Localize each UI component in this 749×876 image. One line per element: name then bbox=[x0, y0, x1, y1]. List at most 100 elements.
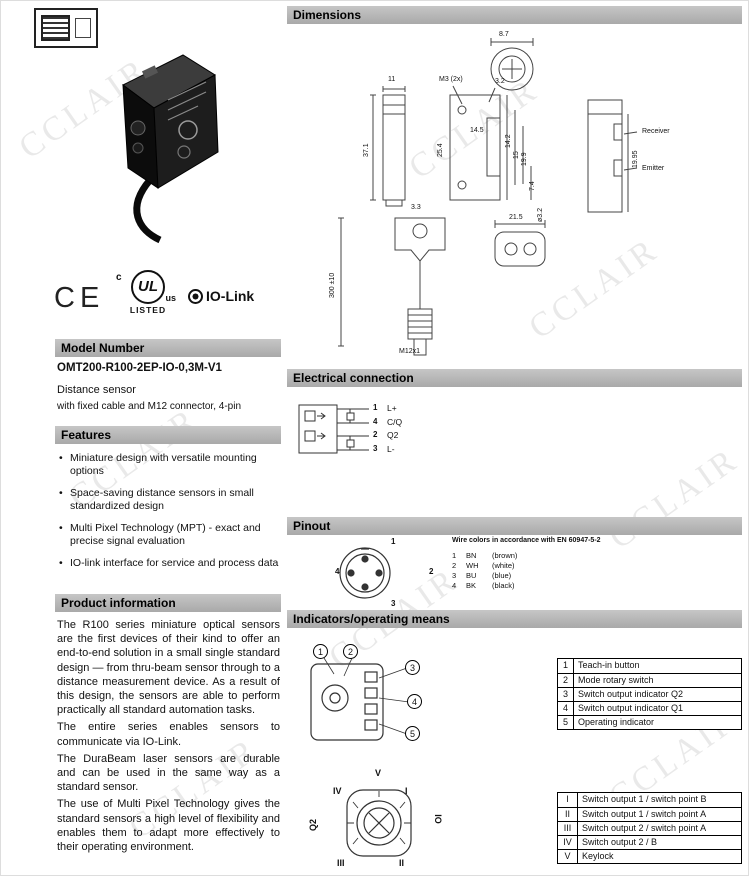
wire-color-name: (white) bbox=[492, 561, 515, 570]
row-label: Switch output indicator Q1 bbox=[578, 703, 684, 713]
io-link-label: IO-Link bbox=[206, 288, 255, 304]
connector-pin-2: 2 bbox=[429, 567, 434, 576]
table-row: 3 Switch output indicator Q2 bbox=[558, 687, 741, 701]
pin-label: Q2 bbox=[387, 430, 399, 440]
pin-number: 1 bbox=[373, 403, 378, 412]
table-row: III Switch output 2 / switch point A bbox=[558, 821, 741, 835]
rotary-switch-figure: V I IO II III IV Q2 bbox=[299, 768, 459, 874]
row-number: 5 bbox=[558, 716, 574, 729]
model-number-value: OMT200-R100-2EP-IO-0,3M-V1 bbox=[57, 362, 222, 374]
rotary-pos-io: IO bbox=[432, 814, 443, 824]
product-info-paragraph: The use of Multi Pixel Technology gives … bbox=[57, 798, 280, 854]
brand-logo bbox=[34, 8, 98, 48]
ul-us-label: us bbox=[165, 293, 176, 303]
features-list: Miniature design with versatile mounting… bbox=[57, 452, 279, 579]
row-label: Switch output 2 / B bbox=[582, 837, 658, 847]
feature-item: Multi Pixel Technology (MPT) - exact and… bbox=[57, 522, 279, 548]
callout-3: 3 bbox=[405, 660, 420, 675]
pinout-diagram: 1 2 3 4 Wire colors in accordance with E… bbox=[287, 537, 742, 608]
product-information-text: The R100 series miniature optical sensor… bbox=[57, 618, 280, 857]
table-row: I Switch output 1 / switch point B bbox=[558, 793, 741, 807]
wire-row: 1 BN (brown) bbox=[452, 551, 517, 561]
table-row: IV Switch output 2 / B bbox=[558, 835, 741, 849]
wire-pin: 3 bbox=[452, 571, 457, 580]
wire-color-table: 1 BN (brown) 2 WH (white) 3 BU (blue) 4 … bbox=[452, 551, 517, 591]
model-description: with fixed cable and M12 connector, 4-pi… bbox=[57, 401, 241, 412]
callout-4: 4 bbox=[407, 694, 422, 709]
rotary-table: I Switch output 1 / switch point B II Sw… bbox=[557, 792, 742, 864]
dim-19-9: 19.9 bbox=[521, 152, 528, 166]
row-number: 4 bbox=[558, 702, 574, 715]
row-label: Switch output indicator Q2 bbox=[578, 689, 684, 699]
wire-code: BU bbox=[466, 571, 477, 580]
row-label: Keylock bbox=[582, 851, 614, 861]
dim-15: 15 bbox=[513, 151, 520, 159]
dim-m12x1: M12x1 bbox=[399, 348, 421, 355]
dim-11: 11 bbox=[388, 76, 396, 83]
rotary-pos-q2: Q2 bbox=[308, 818, 319, 832]
features-header: Features bbox=[55, 426, 281, 444]
pin-number: 2 bbox=[373, 430, 378, 439]
row-label: Operating indicator bbox=[578, 717, 655, 727]
product-information-header: Product information bbox=[55, 594, 281, 612]
dim-19-95: 19.95 bbox=[632, 150, 639, 168]
dim-3-2: 3.2 bbox=[495, 78, 505, 85]
pin-number: 4 bbox=[373, 417, 378, 426]
row-label: Switch output 1 / switch point A bbox=[582, 809, 707, 819]
label-emitter: Emitter bbox=[642, 165, 665, 172]
connector-pin-3: 3 bbox=[391, 599, 396, 608]
ce-mark: CE bbox=[54, 282, 105, 314]
callout-2: 2 bbox=[343, 644, 358, 659]
wire-code: BN bbox=[466, 551, 477, 560]
row-number: 1 bbox=[558, 659, 574, 673]
wire-pin: 1 bbox=[452, 551, 457, 560]
row-number: III bbox=[558, 822, 578, 835]
table-row: II Switch output 1 / switch point A bbox=[558, 807, 741, 821]
dim-21-5: 21.5 bbox=[509, 214, 523, 221]
pinout-header: Pinout bbox=[287, 517, 742, 535]
dim-dia-3-2: ø3.2 bbox=[537, 207, 544, 222]
dim-m3-2x: M3 (2x) bbox=[439, 76, 463, 83]
dim-cable-300: 300 ±10 bbox=[329, 272, 336, 298]
connector-pin-4: 4 bbox=[335, 567, 340, 576]
row-label: Switch output 1 / switch point B bbox=[582, 794, 707, 804]
connector-pin-1: 1 bbox=[391, 537, 396, 546]
electrical-connection-diagram: 1 4 2 3 L+ C/Q Q2 L- bbox=[287, 389, 742, 514]
dim-7-4: 7.4 bbox=[529, 181, 536, 191]
product-photo bbox=[122, 54, 219, 244]
dim-8-7: 8.7 bbox=[499, 31, 509, 38]
dim-37-1: 37.1 bbox=[363, 143, 370, 157]
rotary-pos-i: I bbox=[405, 786, 408, 796]
rotary-pos-iii: III bbox=[337, 858, 345, 868]
ul-circle-logo: UL bbox=[131, 270, 165, 304]
pin-label: L+ bbox=[387, 403, 397, 413]
row-number: V bbox=[558, 850, 578, 863]
rotary-switch-art bbox=[346, 789, 412, 857]
row-label: Teach-in button bbox=[578, 660, 640, 670]
wire-code: BK bbox=[466, 581, 477, 590]
wire-row: 4 BK (black) bbox=[452, 581, 517, 591]
ul-listed-label: LISTED bbox=[129, 305, 167, 315]
wire-pin: 2 bbox=[452, 561, 457, 570]
dim-25-4: 25.4 bbox=[437, 143, 444, 157]
indicators-header: Indicators/operating means bbox=[287, 610, 742, 628]
electrical-connection-header: Electrical connection bbox=[287, 369, 742, 387]
io-link-icon bbox=[188, 288, 203, 304]
table-row: 2 Mode rotary switch bbox=[558, 673, 741, 687]
product-info-paragraph: The DuraBeam laser sensors are durable a… bbox=[57, 752, 280, 794]
row-label: Switch output 2 / switch point A bbox=[582, 823, 707, 833]
callout-1: 1 bbox=[313, 644, 328, 659]
wire-color-name: (black) bbox=[492, 581, 515, 590]
rotary-pos-iv: IV bbox=[333, 786, 342, 796]
pin-label: L- bbox=[387, 444, 395, 454]
product-info-paragraph: The R100 series miniature optical sensor… bbox=[57, 619, 280, 717]
wire-color-name: (blue) bbox=[492, 571, 512, 580]
brand-logo-frame bbox=[75, 18, 91, 38]
table-row: 5 Operating indicator bbox=[558, 715, 741, 729]
wire-code: WH bbox=[466, 561, 479, 570]
table-row: 4 Switch output indicator Q1 bbox=[558, 701, 741, 715]
pin-number: 3 bbox=[373, 444, 378, 453]
wire-row: 2 WH (white) bbox=[452, 561, 517, 571]
rotary-pos-v: V bbox=[375, 768, 382, 778]
table-row: V Keylock bbox=[558, 849, 741, 863]
